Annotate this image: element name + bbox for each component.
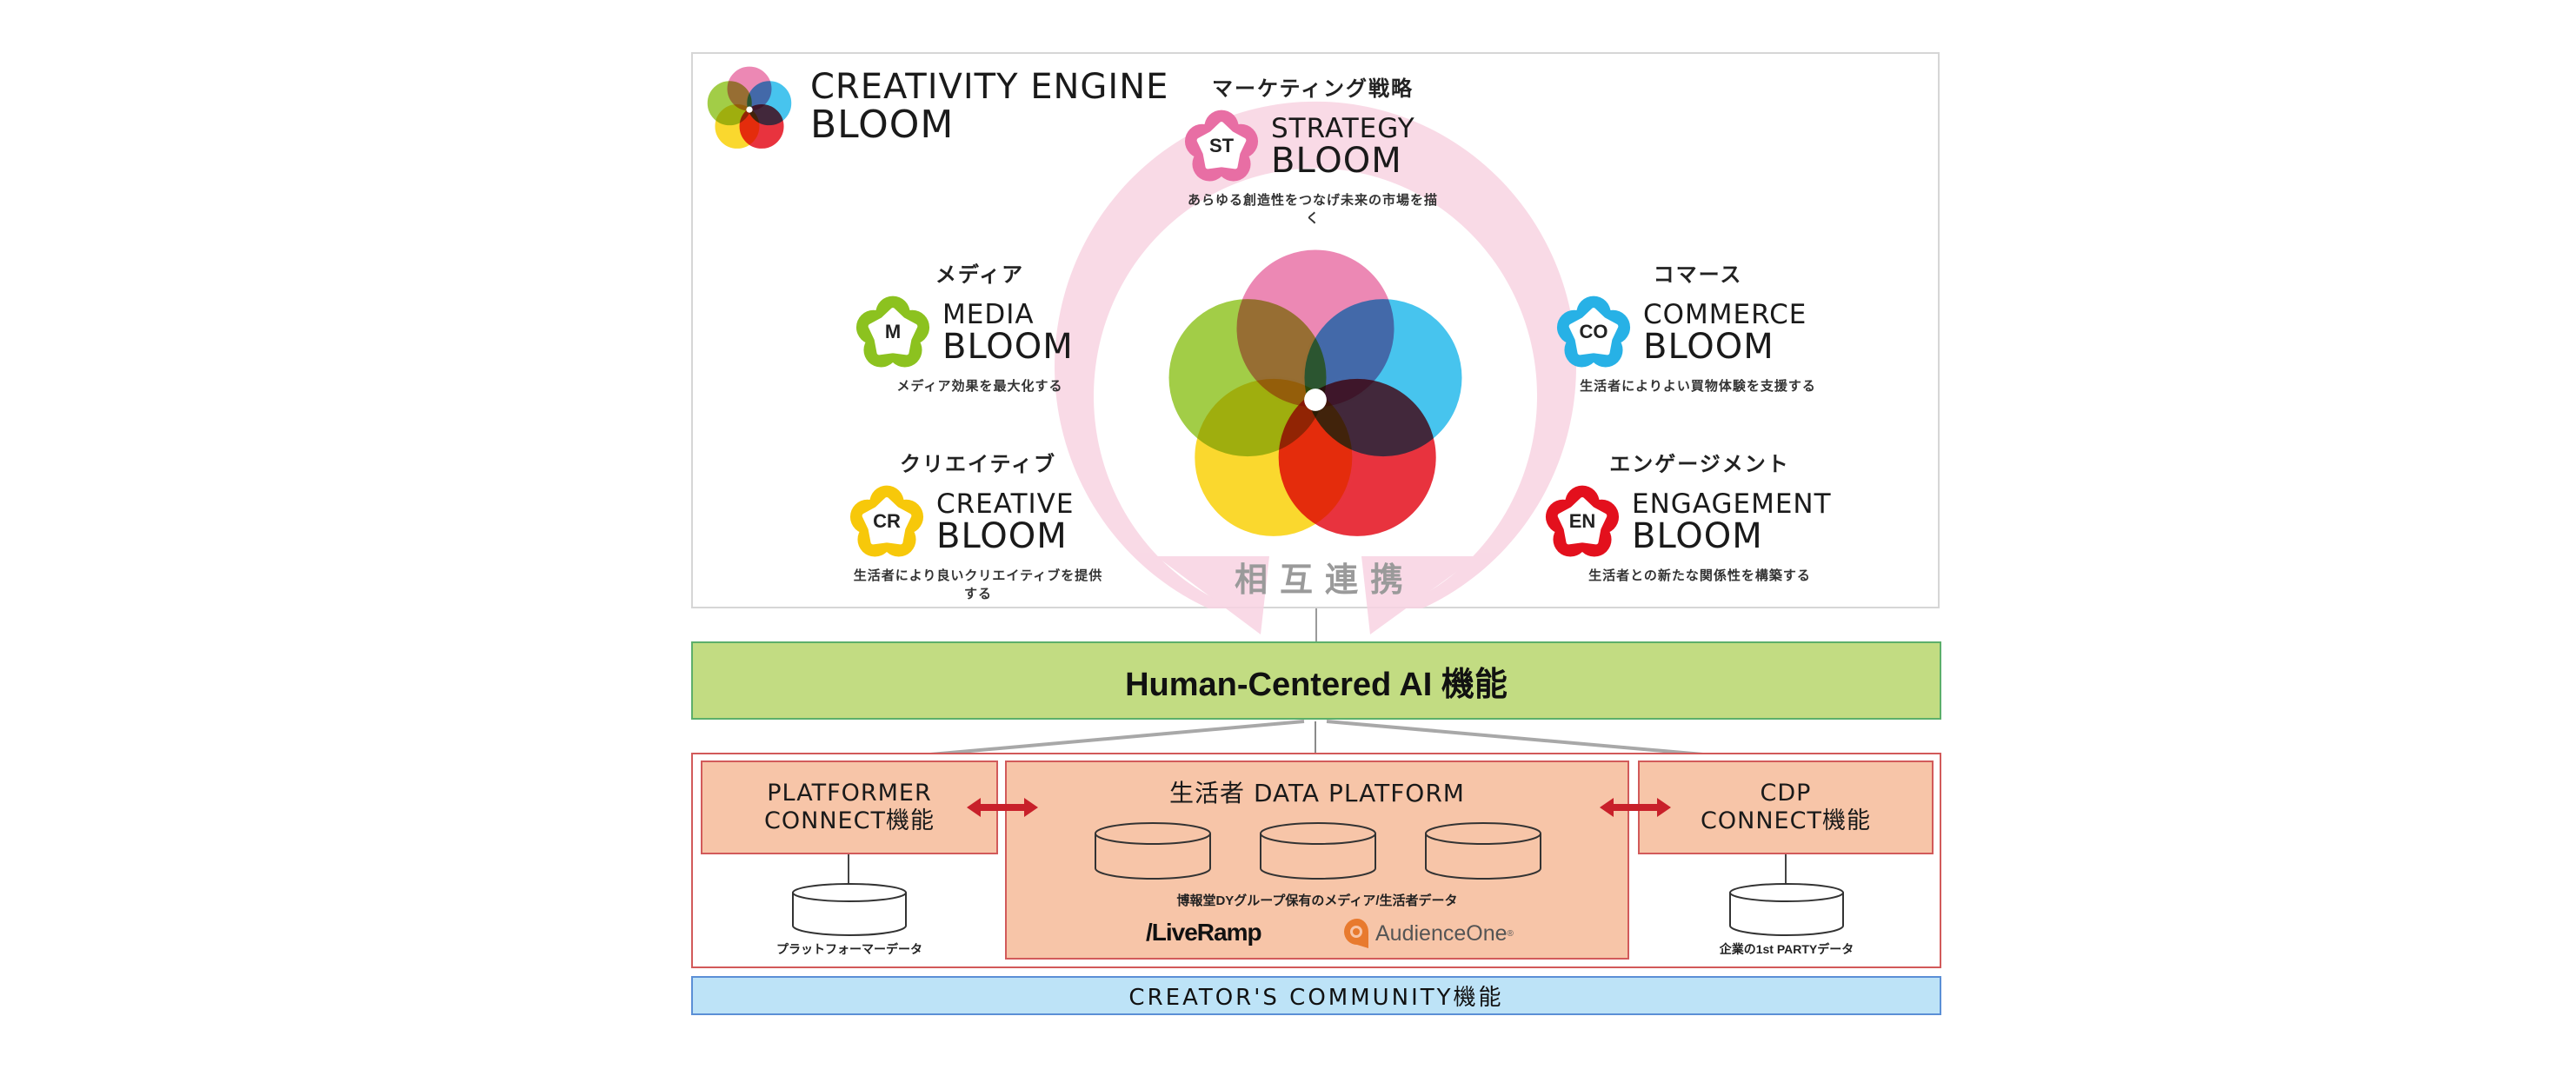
engagement-bloom: エンゲージメント EN ENGAGEMENT BLOOM 生活者との新たな関係性… bbox=[1543, 447, 1856, 584]
logo-title-line1: CREATIVITY ENGINE bbox=[810, 67, 1169, 107]
commerce-description: 生活者によりよい買物体験を支援する bbox=[1580, 379, 1816, 394]
creative-description: 生活者により良いクリエイティブを提供する bbox=[853, 568, 1103, 601]
strategy-bloom: マーケティング戦略 ST STRATEGY BLOOM あらゆる創造性をつなげ未… bbox=[1182, 71, 1443, 227]
creative-category: クリエイティブ bbox=[899, 453, 1057, 476]
human-centered-ai-bar: Human-Centered AI 機能 bbox=[691, 641, 1941, 720]
media-flower-icon: M bbox=[854, 293, 932, 371]
creative-name: CREATIVE bbox=[936, 488, 1075, 520]
data-platform-databases bbox=[1095, 822, 1541, 880]
audienceone-registered-mark: ® bbox=[1507, 928, 1514, 939]
cdp-database-icon bbox=[1729, 883, 1844, 936]
database-icon-2 bbox=[1260, 822, 1376, 880]
engagement-name: ENGAGEMENT bbox=[1632, 488, 1832, 520]
platformer-db-label: プラットフォーマーデータ bbox=[776, 942, 922, 956]
commerce-bloom: コマース CO COMMERCE BLOOM 生活者によりよい買物体験を支援する bbox=[1554, 257, 1841, 395]
audienceone-text: AudienceOne bbox=[1375, 920, 1508, 946]
strategy-bloom-word: BLOOM bbox=[1271, 141, 1402, 181]
creative-bloom-word: BLOOM bbox=[936, 516, 1068, 556]
audienceone-mark-icon bbox=[1344, 919, 1368, 948]
platformer-title-line2: CONNECT機能 bbox=[764, 807, 935, 834]
center-bloom-flower-icon bbox=[1166, 247, 1465, 539]
bloom-petal bbox=[706, 80, 753, 127]
commerce-flower-icon: CO bbox=[1554, 293, 1633, 371]
bloom-center-dot bbox=[746, 106, 753, 113]
mutual-collaboration-label: 相互連携 bbox=[1235, 562, 1416, 599]
commerce-bloom-word: BLOOM bbox=[1643, 327, 1774, 367]
platformer-title-line1: PLATFORMER bbox=[767, 780, 932, 807]
flower-center bbox=[868, 308, 918, 355]
media-bloom: メディア M MEDIA BLOOM メディア効果を最大化する bbox=[854, 257, 1106, 395]
cdp-db-label: 企業の1st PARTYデータ bbox=[1719, 942, 1854, 956]
engagement-category: エンゲージメント bbox=[1609, 453, 1790, 476]
platformer-db-line bbox=[848, 854, 849, 884]
engagement-description: 生活者との新たな関係性を構築する bbox=[1588, 568, 1811, 583]
creators-community-bar: CREATOR'S COMMUNITY機能 bbox=[691, 976, 1941, 1015]
ai-bar-label: Human-Centered AI 機能 bbox=[1125, 666, 1508, 703]
flower-center bbox=[862, 497, 912, 545]
commerce-name: COMMERCE bbox=[1643, 299, 1807, 330]
data-platform-title: 生活者 DATA PLATFORM bbox=[1169, 779, 1465, 807]
strategy-description: あらゆる創造性をつなげ未来の市場を描く bbox=[1187, 193, 1438, 226]
cdp-connect-box: CDP CONNECT機能 bbox=[1638, 761, 1934, 854]
strategy-category: マーケティング戦略 bbox=[1211, 77, 1414, 101]
platformer-database-icon bbox=[792, 883, 907, 936]
creative-bloom: クリエイティブ CR CREATIVE BLOOM 生活者により良いクリエイティ… bbox=[848, 447, 1108, 602]
connector-line bbox=[1315, 608, 1317, 641]
media-description: メディア効果を最大化する bbox=[896, 379, 1063, 394]
platformer-sync-arrow-icon bbox=[967, 798, 1038, 817]
strategy-name: STRATEGY bbox=[1271, 113, 1415, 144]
community-bar-label: CREATOR'S COMMUNITY機能 bbox=[1128, 985, 1504, 1011]
engagement-bloom-word: BLOOM bbox=[1632, 516, 1763, 556]
bloom-petal bbox=[1166, 296, 1329, 460]
logo-title-line2: BLOOM bbox=[810, 103, 955, 147]
cdp-title-line2: CONNECT機能 bbox=[1701, 807, 1871, 834]
media-bloom-word: BLOOM bbox=[942, 327, 1074, 367]
cdp-db-line bbox=[1785, 854, 1787, 884]
data-platform-db-label: 博報堂DYグループ保有のメディア/生活者データ bbox=[1176, 893, 1458, 908]
bloom-center-dot bbox=[1304, 389, 1327, 411]
data-platform-box: 生活者 DATA PLATFORM 博報堂DYグループ保有のメディア/生活者デー… bbox=[1005, 761, 1629, 960]
media-name: MEDIA bbox=[942, 299, 1035, 330]
audienceone-logo: AudienceOne ® bbox=[1342, 917, 1514, 950]
strategy-flower-icon: ST bbox=[1182, 107, 1261, 185]
platformer-connect-box: PLATFORMER CONNECT機能 bbox=[701, 761, 998, 854]
creative-flower-icon: CR bbox=[848, 482, 926, 561]
bloom-logo-icon bbox=[706, 65, 793, 149]
media-category: メディア bbox=[935, 263, 1025, 287]
liveramp-logo: /LiveRamp bbox=[1146, 919, 1262, 946]
commerce-category: コマース bbox=[1653, 263, 1743, 287]
creativity-engine-logo: CREATIVITY ENGINE BLOOM bbox=[704, 63, 1168, 153]
database-icon-3 bbox=[1425, 822, 1541, 880]
engagement-flower-icon: EN bbox=[1543, 482, 1621, 561]
database-icon-1 bbox=[1095, 822, 1211, 880]
cdp-title-line1: CDP bbox=[1760, 780, 1812, 807]
cdp-sync-arrow-icon bbox=[1600, 798, 1671, 817]
